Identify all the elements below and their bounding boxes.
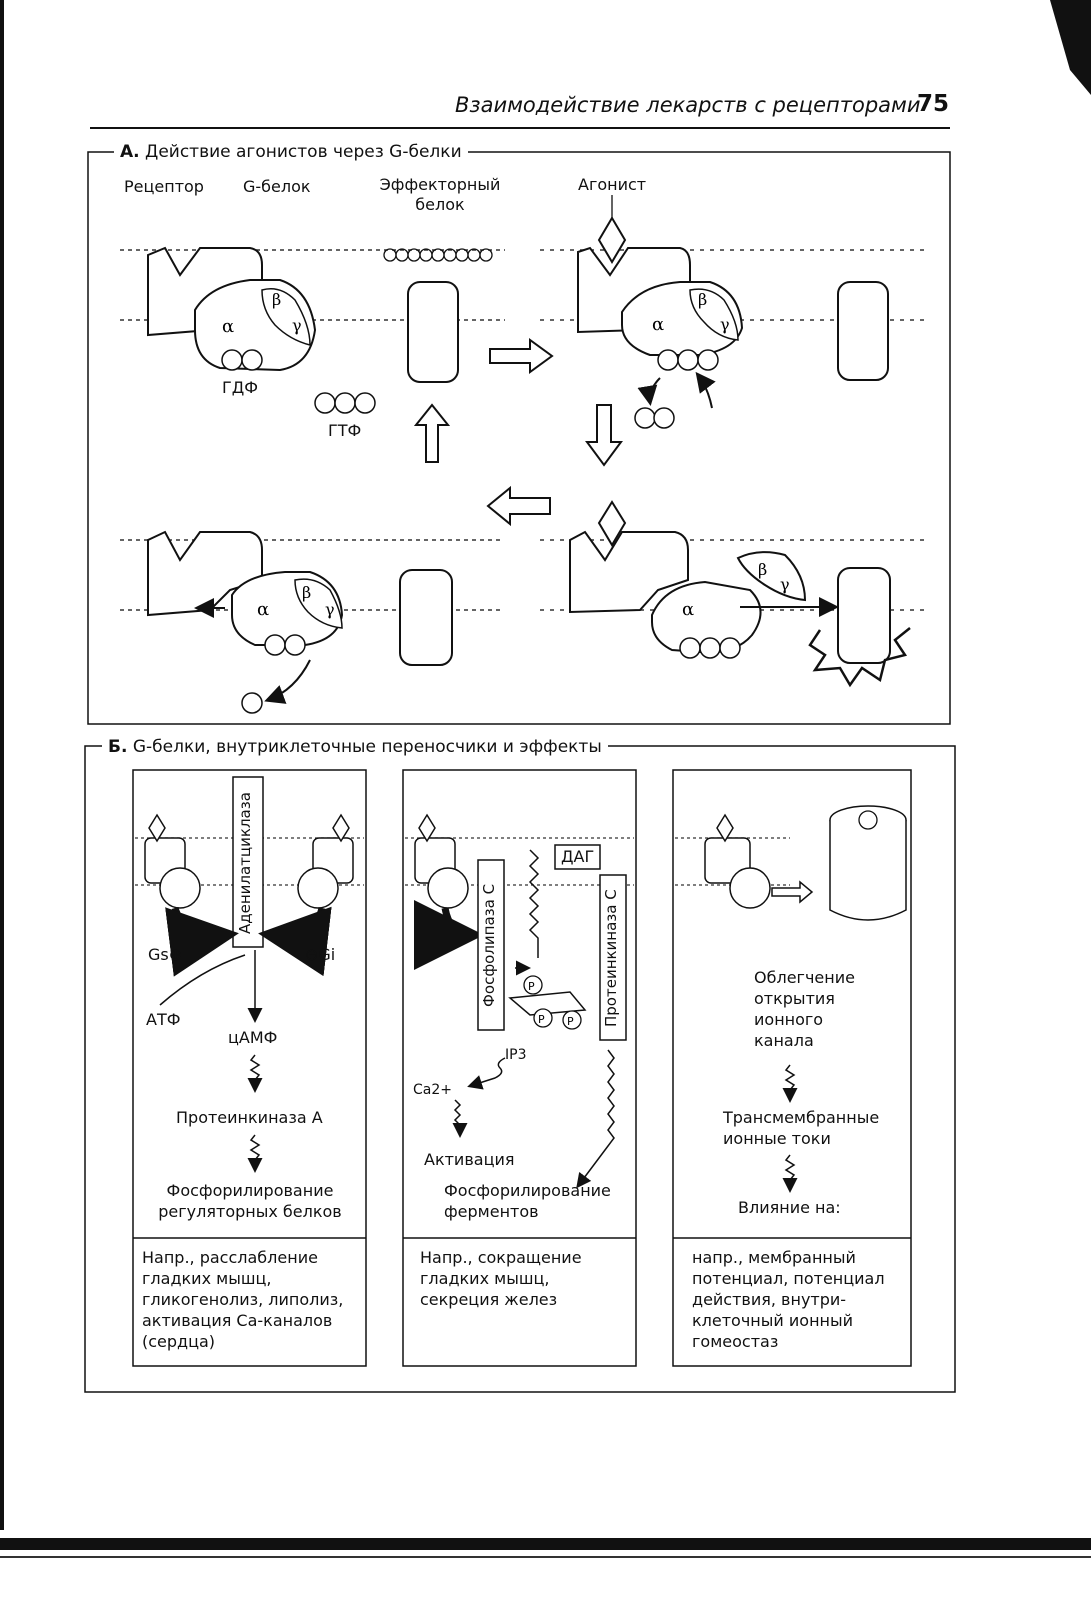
svg-text:P: P — [528, 980, 535, 993]
gi-label: ⊝Gi — [305, 945, 336, 964]
section-b-title: Б. G-белки, внутриклеточные переносчики … — [102, 737, 608, 757]
col2-result: Фосфорилирование ферментов — [444, 1181, 611, 1221]
camp-label: цАМФ — [228, 1028, 278, 1047]
svg-text:α: α — [652, 314, 664, 335]
ca-label: Ca2+ — [413, 1082, 452, 1098]
col3-step1: Облегчение открытия ионного канала — [754, 968, 855, 1050]
section-a-title: А. Действие агонистов через G-белки — [114, 142, 468, 162]
adenylate-cyclase-label: Аденилатциклаза — [236, 792, 254, 934]
col3-step3: Влияние на: — [738, 1198, 841, 1217]
col1-example: Напр., расслабление гладких мышц, гликог… — [142, 1248, 344, 1351]
gs-label: Gs⊕ — [148, 945, 183, 964]
dag-label: ДАГ — [561, 847, 595, 866]
effector-label: Эффекторный белок — [379, 175, 501, 214]
svg-text:β: β — [272, 290, 281, 309]
gtp-label: ГТФ — [328, 421, 362, 440]
svg-text:β: β — [698, 290, 707, 309]
gprotein-label: G-белок — [243, 177, 311, 196]
svg-text:γ: γ — [780, 575, 790, 594]
gdp-label: ГДФ — [222, 378, 259, 397]
svg-text:P: P — [567, 1015, 574, 1028]
col3-step2: Трансмембранные ионные токи — [723, 1108, 880, 1148]
plc-label: Фосфолипаза С — [480, 883, 498, 1007]
svg-text:P: P — [538, 1013, 545, 1026]
svg-text:β: β — [758, 560, 767, 579]
svg-text:β: β — [302, 583, 311, 602]
running-header: Взаимодействие лекарств с рецепторами — [455, 93, 921, 117]
ip3-label: IP3 — [505, 1047, 527, 1063]
activation-label: Активация — [424, 1150, 515, 1169]
receptor-label: Рецептор — [124, 177, 204, 196]
atp-label: АТФ — [146, 1010, 181, 1029]
pka-label: Протеинкиназа А — [176, 1108, 323, 1127]
svg-text:γ: γ — [325, 600, 335, 619]
svg-text:α: α — [682, 599, 694, 620]
agonist-label: Агонист — [578, 175, 647, 194]
svg-text:γ: γ — [720, 315, 730, 334]
col2-example: Напр., сокращение гладких мышц, секреция… — [420, 1248, 582, 1309]
svg-text:α: α — [257, 599, 269, 620]
col1-result: Фосфорилирование регуляторных белков — [158, 1181, 342, 1221]
pkc-label: Протеинкиназа С — [602, 889, 620, 1027]
col3-example: напр., мембранный потенциал, потенциал д… — [692, 1248, 885, 1351]
page-number: 75 — [917, 91, 950, 117]
svg-text:γ: γ — [292, 316, 302, 335]
svg-text:α: α — [222, 316, 234, 337]
